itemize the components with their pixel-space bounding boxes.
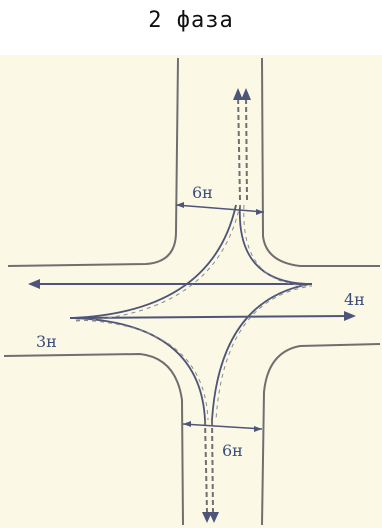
arrow-right-icon — [344, 311, 356, 321]
arrow-up-icon — [241, 88, 251, 100]
top-width-dimension — [175, 202, 265, 215]
phase-title: 2 фаза — [148, 8, 234, 33]
road-edge-bottom-right — [261, 343, 381, 526]
arrow-down-icon — [209, 512, 219, 523]
road-edge-top-right — [261, 57, 380, 267]
eastbound-flow — [69, 311, 356, 321]
road-edge-bottom-left — [3, 352, 184, 526]
northbound-lanes — [233, 88, 251, 201]
top-width-label: 6н — [192, 183, 213, 202]
bottom-width-dimension — [182, 421, 263, 432]
turn-curve-right-down — [211, 283, 311, 421]
diagram-background — [0, 55, 382, 528]
turn-curve-left-down — [71, 317, 206, 421]
arrow-down-icon — [202, 512, 212, 523]
arrow-left-icon — [28, 279, 40, 289]
right-flow-label: 4н — [344, 290, 365, 309]
road-edges — [3, 57, 381, 526]
turn-trajectories — [71, 204, 311, 421]
westbound-flow — [28, 279, 312, 289]
turn-curve-left-up — [71, 204, 237, 319]
bottom-width-label: 6н — [222, 441, 243, 460]
turn-trajectories-dashed — [75, 204, 313, 421]
left-flow-label: 3н — [36, 332, 57, 351]
arrow-up-icon — [233, 88, 243, 100]
road-edge-top-left — [7, 57, 179, 267]
turn-curve-top-right — [238, 204, 309, 285]
southbound-lanes — [202, 419, 219, 523]
